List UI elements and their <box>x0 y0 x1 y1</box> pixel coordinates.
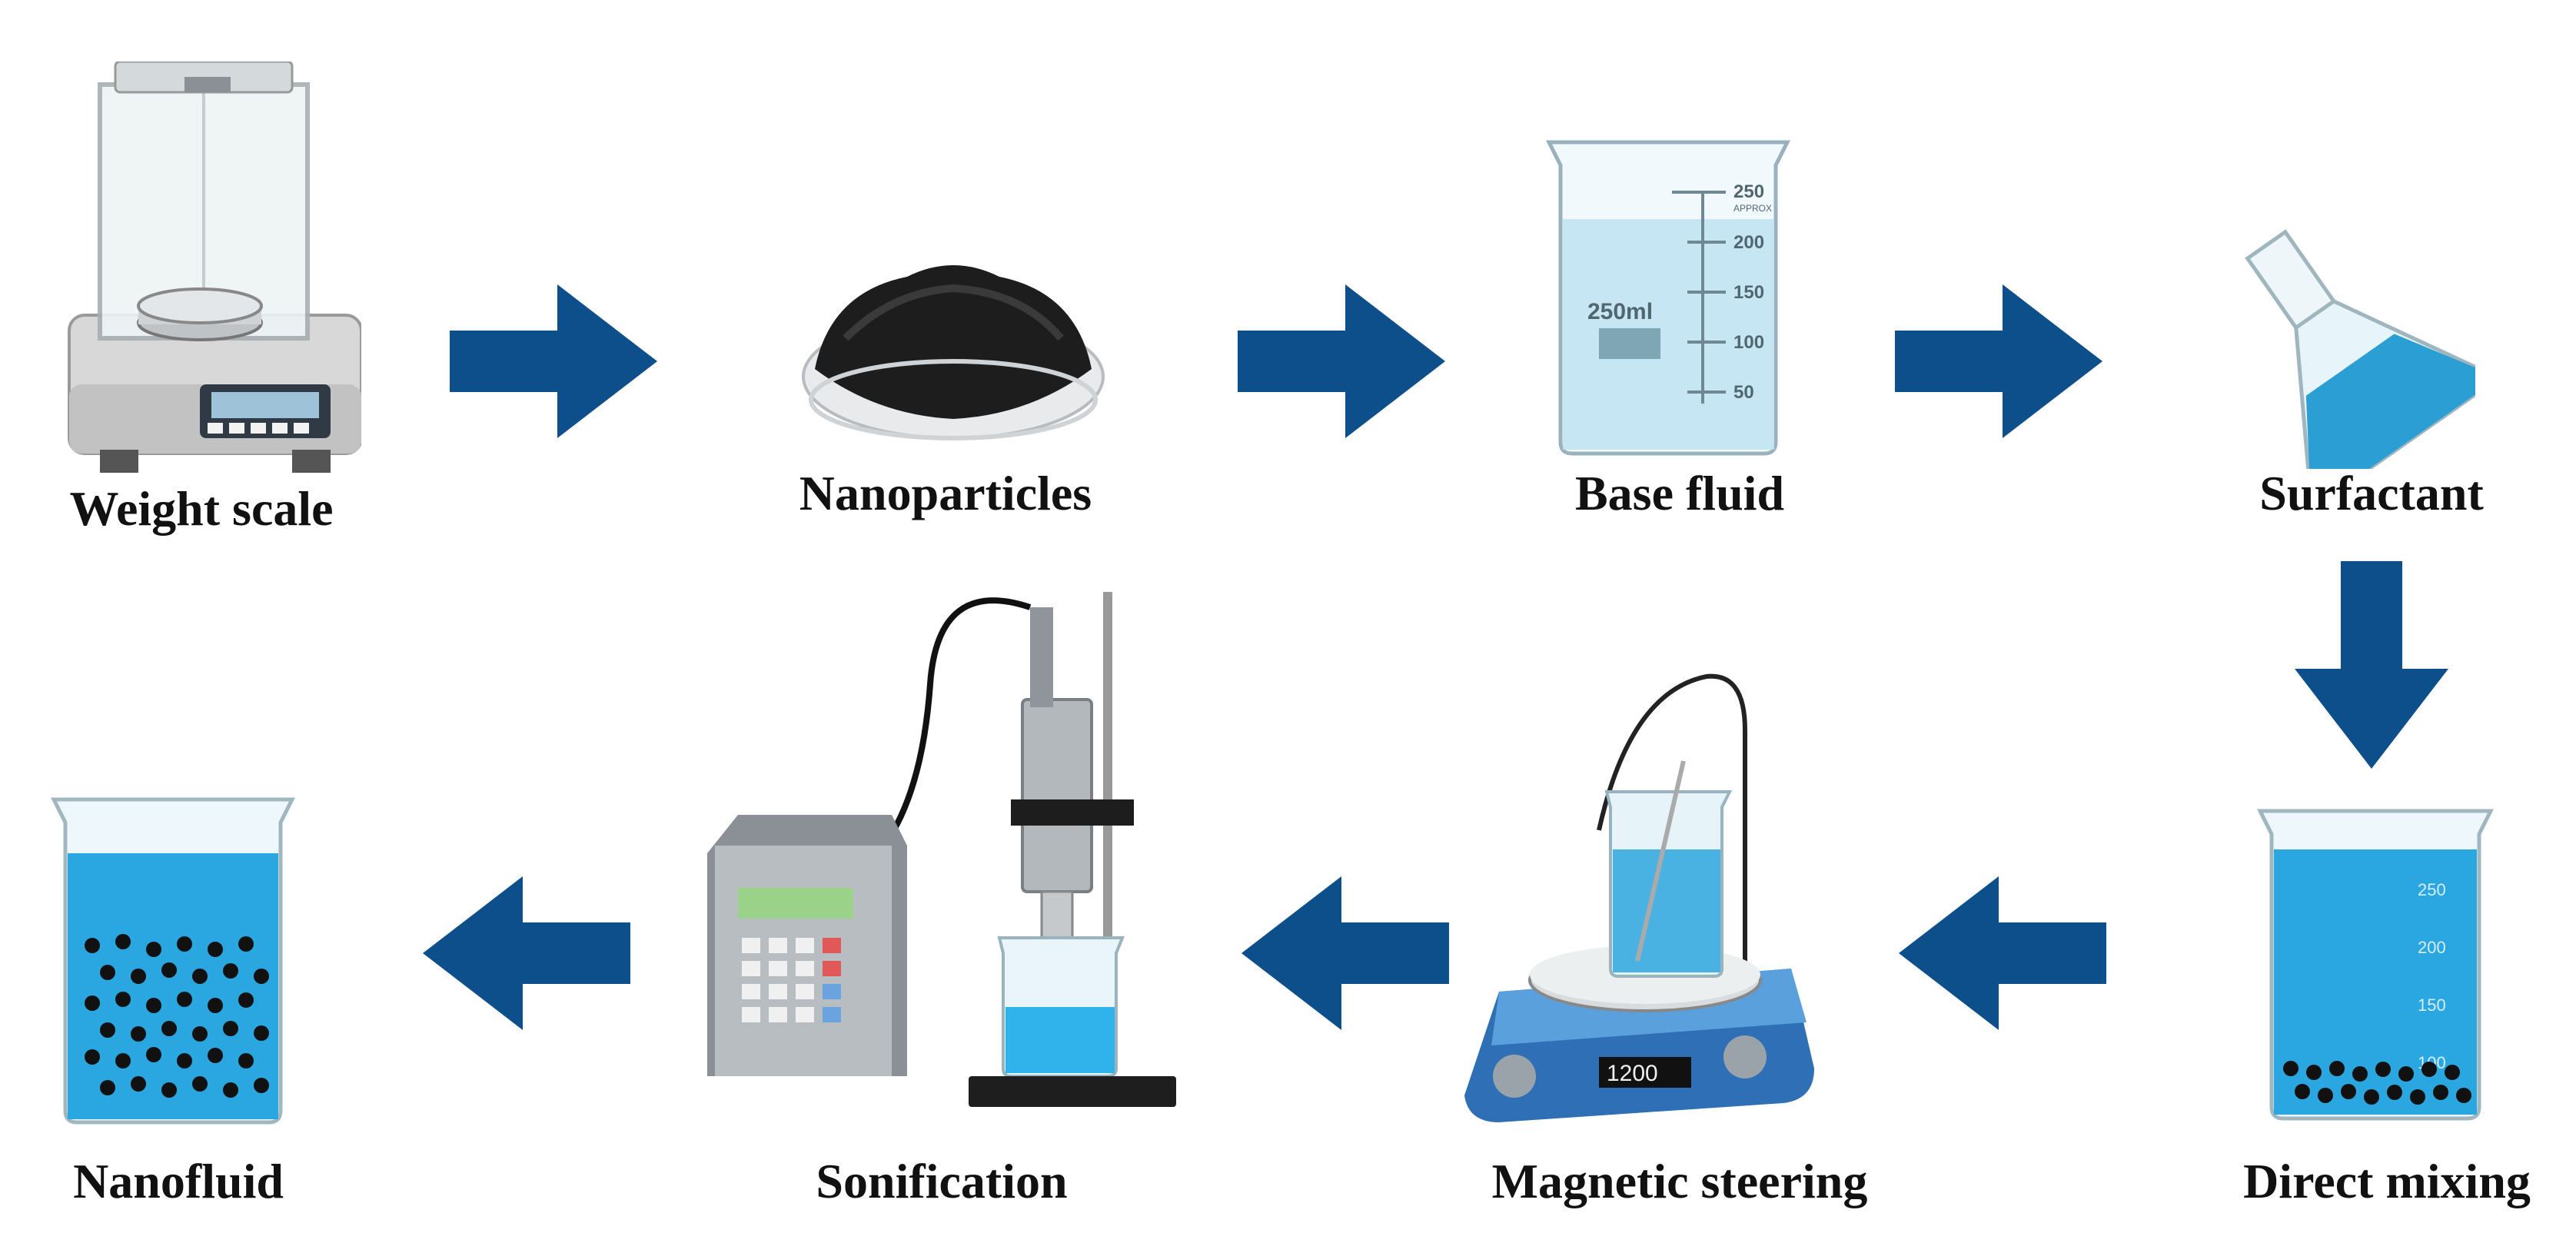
blue-beaker-mark-250: 250 <box>2418 880 2446 899</box>
arrow-left-3 <box>423 876 630 1030</box>
label-sonification: Sonification <box>816 1154 1068 1208</box>
weight-scale-illustration <box>68 61 361 473</box>
beaker-mark-100: 100 <box>1733 332 1764 353</box>
nanoparticles-illustration <box>802 265 1105 440</box>
arrow-right-1 <box>450 284 657 438</box>
label-direct-mixing: Direct mixing <box>2243 1154 2531 1208</box>
base-fluid-beaker-illustration: 250 APPROX 200 150 100 50 250ml <box>1545 140 1791 456</box>
beaker-capacity-badge: 250ml <box>1587 299 1653 324</box>
arrow-left-2 <box>1241 876 1449 1030</box>
label-nanoparticles: Nanoparticles <box>799 466 1092 520</box>
sonicator-illustration <box>707 592 1176 1107</box>
nanofluid-beaker-illustration <box>50 797 296 1125</box>
beaker-approx-label: APPROX <box>1733 203 1772 214</box>
arrow-down <box>2295 561 2448 769</box>
magnetic-stirrer-illustration: 1200 <box>1464 673 1814 1122</box>
label-weight-scale: Weight scale <box>69 481 334 536</box>
arrow-right-3 <box>1895 284 2102 438</box>
label-base-fluid: Base fluid <box>1574 466 1785 520</box>
label-surfactant: Surfactant <box>2259 466 2484 520</box>
label-nanofluid: Nanofluid <box>73 1154 284 1208</box>
blue-beaker-mark-150: 150 <box>2418 995 2446 1015</box>
arrow-right-2 <box>1238 284 1445 438</box>
stirrer-display-readout: 1200 <box>1607 1061 1658 1086</box>
surfactant-flask-illustration <box>2245 229 2475 469</box>
label-magnetic-steering: Magnetic steering <box>1491 1154 1868 1208</box>
beaker-mark-250: 250 <box>1733 181 1764 202</box>
beaker-mark-150: 150 <box>1733 282 1764 303</box>
blue-beaker-mark-200: 200 <box>2418 938 2446 957</box>
beaker-mark-50: 50 <box>1733 382 1754 403</box>
direct-mixing-beaker-illustration: 250 200 150 100 <box>2256 809 2495 1121</box>
beaker-mark-200: 200 <box>1733 232 1764 253</box>
arrow-left-1 <box>1899 876 2106 1030</box>
